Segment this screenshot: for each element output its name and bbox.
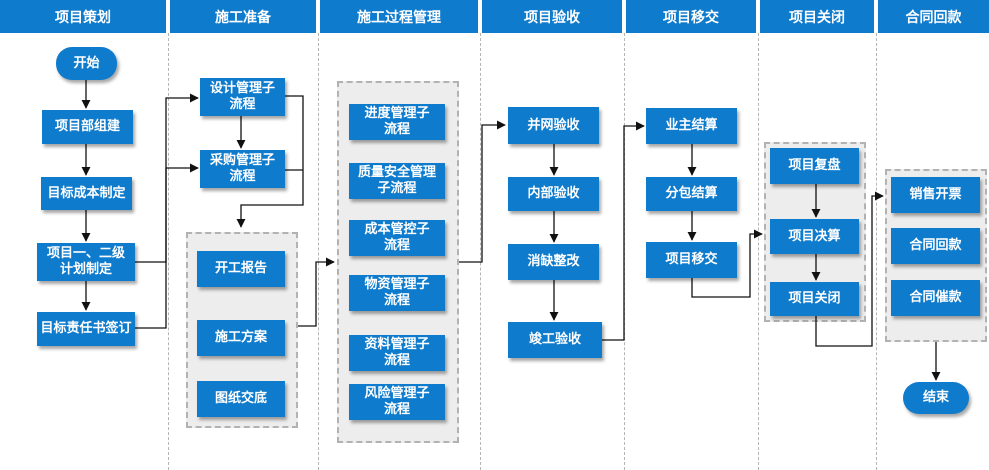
plan-node: 项目一、二级计划制定	[37, 243, 135, 281]
contract-payment-node: 合同回款	[891, 228, 980, 264]
process-mgmt-group	[337, 81, 459, 443]
lane-divider	[480, 33, 481, 470]
cost-control-node: 成本管控子流程	[349, 220, 445, 256]
design-mgmt-node: 设计管理子流程	[200, 78, 285, 116]
document-mgmt-node: 资料管理子流程	[349, 335, 445, 371]
completion-acceptance-node: 竣工验收	[508, 322, 602, 358]
defect-fix-node: 消缺整改	[508, 244, 599, 280]
internal-acceptance-node: 内部验收	[508, 177, 599, 211]
start-report-node: 开工报告	[197, 251, 285, 287]
project-close-node: 项目关闭	[770, 282, 859, 316]
lane-header-closure: 项目关闭	[760, 0, 874, 33]
procurement-mgmt-node: 采购管理子流程	[200, 150, 285, 188]
owner-settlement-node: 业主结算	[646, 108, 737, 144]
project-review-node: 项目复盘	[770, 148, 859, 184]
lane-header-process-mgmt: 施工过程管理	[320, 0, 478, 33]
quality-safety-node: 质量安全管理子流程	[349, 163, 445, 199]
construction-plan-node: 施工方案	[197, 320, 285, 356]
end-node: 结束	[903, 382, 969, 414]
project-handover-node: 项目移交	[646, 242, 737, 278]
lane-header-payment: 合同回款	[878, 0, 989, 33]
start-node: 开始	[56, 47, 117, 80]
lane-divider	[318, 33, 319, 470]
drawing-review-node: 图纸交底	[197, 381, 285, 417]
team-setup-node: 项目部组建	[42, 110, 133, 144]
lane-divider	[876, 33, 877, 470]
schedule-mgmt-node: 进度管理子流程	[349, 104, 445, 140]
lane-divider	[168, 33, 169, 470]
lane-header-handover: 项目移交	[626, 0, 756, 33]
sub-settlement-node: 分包结算	[646, 177, 737, 211]
sales-invoice-node: 销售开票	[891, 177, 980, 213]
lane-header-planning: 项目策划	[0, 0, 166, 33]
project-final-account-node: 项目决算	[770, 219, 859, 254]
lane-header-preparation: 施工准备	[170, 0, 316, 33]
responsibility-node: 目标责任书签订	[37, 312, 135, 346]
lane-divider	[758, 33, 759, 470]
lane-header-acceptance: 项目验收	[482, 0, 622, 33]
material-mgmt-node: 物资管理子流程	[349, 275, 445, 311]
risk-mgmt-node: 风险管理子流程	[349, 384, 445, 420]
grid-acceptance-node: 并网验收	[508, 107, 599, 144]
cost-target-node: 目标成本制定	[41, 177, 132, 210]
payment-urge-node: 合同催款	[891, 280, 980, 316]
